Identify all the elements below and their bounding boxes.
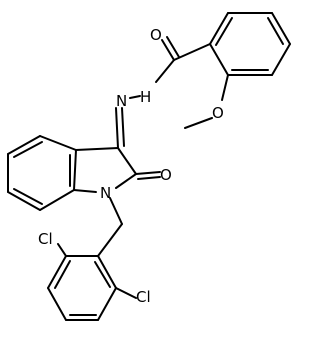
- bond: [39, 135, 77, 151]
- bond: [155, 59, 175, 83]
- bond: [271, 12, 291, 45]
- bond: [75, 147, 119, 151]
- oxygen-label: O: [150, 26, 162, 44]
- bond: [39, 189, 75, 211]
- chlorine-label: Cl: [38, 230, 53, 248]
- bond: [115, 173, 137, 189]
- bond: [13, 141, 43, 158]
- bond: [209, 43, 229, 76]
- bond: [94, 261, 111, 288]
- bond: [7, 191, 41, 211]
- bond: [121, 107, 125, 147]
- bond: [137, 176, 161, 180]
- bond: [184, 117, 213, 129]
- bond: [54, 260, 71, 289]
- bond: [271, 43, 291, 76]
- bond: [166, 36, 180, 58]
- bond: [57, 243, 67, 257]
- molecule-structure: O N H O O N Cl Cl: [7, 12, 291, 321]
- bond: [209, 12, 229, 45]
- bond: [73, 149, 77, 191]
- bond: [117, 147, 137, 175]
- bond: [135, 171, 161, 175]
- bond: [267, 17, 284, 45]
- bond: [97, 255, 117, 289]
- nitrogen-label: N: [100, 184, 111, 202]
- bond: [73, 189, 97, 193]
- atom-labels: O N H O O N Cl Cl: [38, 26, 224, 306]
- nh-hydrogen-label: H: [140, 88, 151, 106]
- nitrogen-label: N: [116, 92, 127, 110]
- bond: [115, 107, 119, 149]
- oxygen-label: O: [212, 104, 224, 122]
- bond: [47, 255, 67, 289]
- bond: [215, 17, 233, 46]
- oxygen-label: O: [160, 166, 172, 184]
- bonds: [7, 12, 291, 321]
- bond: [129, 95, 141, 99]
- bond: [109, 197, 123, 225]
- chlorine-label: Cl: [136, 288, 151, 306]
- bond: [173, 43, 211, 61]
- bond: [97, 287, 117, 321]
- bond: [47, 287, 67, 321]
- bond: [13, 188, 43, 205]
- bond: [7, 135, 41, 155]
- bond: [97, 223, 123, 257]
- bond: [115, 287, 137, 299]
- bond: [221, 74, 229, 101]
- bond: [161, 39, 175, 61]
